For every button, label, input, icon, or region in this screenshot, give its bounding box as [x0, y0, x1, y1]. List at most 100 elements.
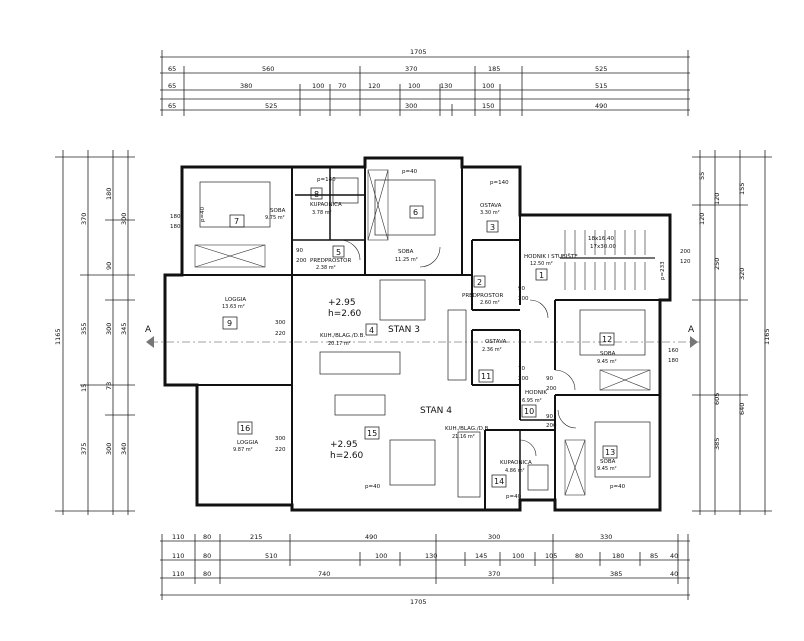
window-120: 120 [680, 259, 691, 265]
level-3: +2.95 [328, 298, 356, 308]
door-90-c: 90 [546, 376, 553, 382]
annotations: STAN 3 STAN 4 +2.95 h=2.60 +2.95 h=2.60 … [170, 169, 691, 500]
dim-left-c3-c: 340 [120, 443, 128, 455]
dim-top-r1-b: 560 [262, 65, 274, 73]
dim-bot-r3-f: 40 [670, 570, 678, 578]
room-num-13: 13 [605, 448, 615, 457]
door-90-d: 90 [546, 414, 553, 420]
dim-left-c1-a: 370 [80, 213, 88, 225]
room-name-1: HODNIK I STUBIŠTE [524, 253, 578, 260]
dim-right-total: 1165 [763, 328, 771, 345]
dim-right-c1-d: 640 [738, 403, 746, 415]
room-name-5: PREDPROSTOR [310, 258, 351, 264]
dim-top-r2-h: 100 [408, 82, 420, 90]
dim-left-c1-b: 355 [80, 323, 88, 335]
dim-left-c3-b: 345 [120, 323, 128, 335]
room-area-9: 13.63 m² [222, 304, 245, 310]
room-area-10: 6.95 m² [522, 398, 542, 404]
room-num-12: 12 [602, 335, 612, 344]
bottom-dimension-texts: 110 80 215 490 300 330 110 80 510 100 13… [172, 533, 678, 606]
opening-300-4: 300 [275, 436, 286, 442]
dim-bot-r3-e: 385 [610, 570, 622, 578]
window-200: 200 [680, 249, 691, 255]
stan3-label: STAN 3 [388, 325, 420, 335]
dim-top-r3-j: 490 [595, 102, 607, 110]
room-num-16: 16 [240, 424, 250, 433]
left-dimension-texts: 1165 370 355 15 375 180 90 300 73 300 30… [54, 188, 128, 455]
table-3 [379, 279, 426, 321]
room-area-5: 2.38 m² [316, 265, 336, 271]
dim-bot-r2-f: 145 [475, 552, 487, 560]
room-area-6: 11.25 m² [395, 257, 418, 263]
room-name-14: KUPAONICA [500, 460, 532, 466]
room-num-8: 8 [314, 190, 319, 199]
bed-12 [579, 309, 646, 356]
room-name-16: LOGGIA [237, 440, 258, 446]
opening-300-3: 300 [275, 320, 286, 326]
door-90-b: 90 [518, 286, 525, 292]
room-name-15: KUH./BLAG./D.B. [445, 426, 490, 432]
opening-220-4: 220 [275, 447, 286, 453]
dim-top-r3-a: 65 [168, 102, 176, 110]
parapet-c: p=40 [506, 494, 522, 500]
room-num-9: 9 [227, 319, 232, 328]
room-name-3: OSTAVA [480, 203, 502, 209]
room-num-10: 10 [524, 407, 534, 416]
dim-top-r2-k: 100 [482, 82, 494, 90]
dim-right-c1-a: 155 [738, 183, 746, 195]
dim-bot-r2-b: 80 [203, 552, 211, 560]
dim-left-total: 1165 [54, 328, 62, 345]
dim-bot-r2-c: 510 [265, 552, 277, 560]
room-area-8: 3.78 m² [312, 210, 332, 216]
room-num-7: 7 [234, 217, 239, 226]
dim-right-c1-b: 320 [738, 268, 746, 280]
dim-top-r2-c: 380 [240, 82, 252, 90]
stairs [560, 230, 655, 290]
dim-top-r2-g: 120 [368, 82, 380, 90]
room-name-8: KUPAONICA [310, 202, 342, 208]
room-area-15: 21.16 m² [452, 434, 475, 440]
window-160: 160 [668, 348, 679, 354]
dim-right-c2-c: 385 [713, 438, 721, 450]
room-area-14: 4.86 m² [505, 468, 525, 474]
hatch-strips [194, 169, 651, 496]
stairs-dim-1: 18x16.40 [588, 236, 614, 242]
top-dimension-texts: 1705 65 560 370 185 525 65 380 100 70 12… [168, 48, 607, 110]
bottom-dimensions [160, 534, 690, 600]
dim-top-r1-a: 65 [168, 65, 176, 73]
room-num-14: 14 [494, 477, 504, 486]
room-num-2: 2 [477, 278, 482, 287]
dim-top-r2-a: 65 [168, 82, 176, 90]
dim-top-total: 1705 [410, 48, 427, 56]
walls [163, 156, 672, 512]
parapet-d: p=40 [402, 169, 418, 175]
dim-top-r3-c: 525 [265, 102, 277, 110]
furniture [199, 177, 651, 498]
left-dimensions [55, 150, 135, 515]
kitchen-3 [447, 309, 467, 381]
dim-bot-r2-l: 40 [670, 552, 678, 560]
dim-bot-total: 1705 [410, 598, 427, 606]
room-name-11: OSTAVA [485, 339, 507, 345]
room-num-15: 15 [367, 429, 377, 438]
room-area-16: 9.87 m² [233, 447, 253, 453]
door-70: 70 [518, 366, 525, 372]
dim-bot-r3-a: 110 [172, 570, 184, 578]
dim-top-r2-m: 515 [595, 82, 607, 90]
room-name-2: PREDPROSTOR [462, 293, 503, 299]
room-name-12: SOBA [600, 351, 616, 357]
dim-right-c3-a: 55 [698, 172, 706, 180]
parapet-g: p=40 [200, 206, 206, 222]
parapet-b: p=140 [490, 180, 509, 186]
table-4 [389, 439, 436, 486]
dim-bot-r3-b: 80 [203, 570, 211, 578]
dim-bot-r3-d: 370 [488, 570, 500, 578]
section-line: A A [145, 325, 700, 348]
room-name-6: SOBA [398, 249, 414, 255]
room-num-1: 1 [539, 271, 544, 280]
parapet-a: p=140 [317, 177, 336, 183]
door-200-a: 200 [296, 258, 307, 264]
section-label-left: A [145, 325, 152, 335]
room-area-11: 2.36 m² [482, 347, 502, 353]
